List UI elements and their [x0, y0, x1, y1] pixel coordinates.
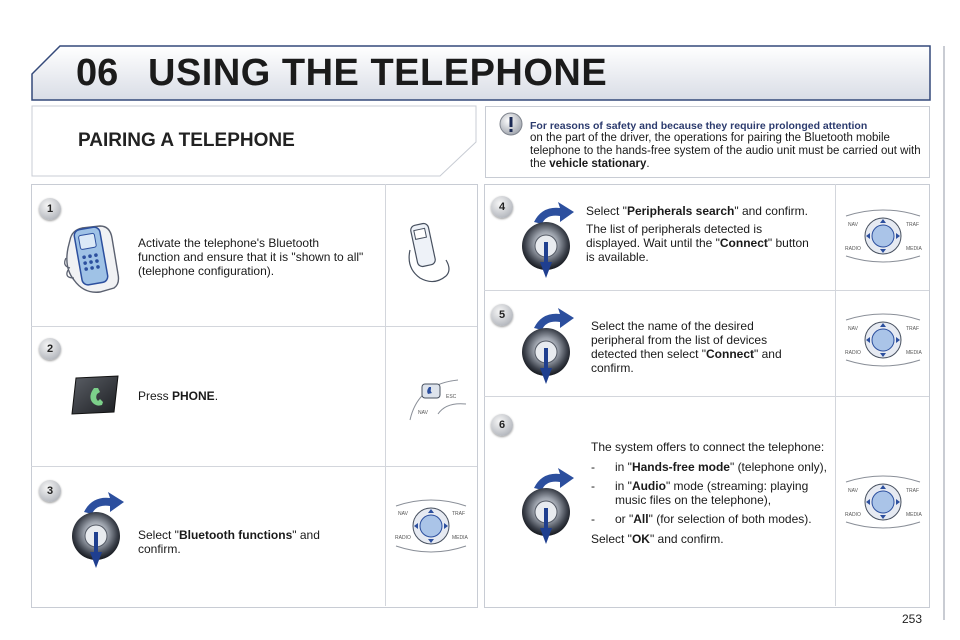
control-panel-icon-6: [845, 475, 921, 529]
rotary-knob-icon-4: [522, 202, 574, 278]
step-2-text: Press PHONE.: [138, 389, 219, 403]
nav-label-6: NAV: [848, 488, 858, 494]
right-column-divider: [835, 184, 836, 606]
esc-label: ESC: [446, 394, 457, 400]
step-6-intro: The system offers to connect the telepho…: [591, 440, 825, 454]
step-4-text: Select "Peripherals search" and confirm.…: [586, 204, 809, 264]
left-column-divider: [385, 184, 386, 606]
traf-label-3: TRAF: [452, 511, 466, 517]
control-panel-icon: [395, 499, 467, 553]
exclamation-icon: [499, 112, 523, 136]
section-title: PAIRING A TELEPHONE: [78, 130, 295, 151]
nav-label-2: NAV: [418, 410, 428, 416]
rotary-knob-icon-6: [522, 468, 574, 544]
control-panel-icon-4: [845, 209, 921, 263]
warning-text: on the part of the driver, the operation…: [530, 132, 921, 170]
step-6-text: The system offers to connect the telepho…: [591, 440, 827, 550]
page-edge-rule: [943, 46, 945, 620]
right-row-divider-2: [484, 396, 929, 397]
page-number: 253: [901, 612, 922, 626]
step-4-badge: 4: [491, 196, 513, 218]
step-5-badge: 5: [491, 304, 513, 326]
step-6-badge: 6: [491, 414, 513, 436]
radio-label-3: RADIO: [395, 535, 411, 541]
warning-heading: For reasons of safety and because they r…: [530, 120, 868, 132]
media-label-3: MEDIA: [452, 535, 468, 541]
media-label-5: MEDIA: [906, 350, 922, 356]
chapter-number: 06: [76, 52, 119, 94]
rotary-knob-icon: [72, 492, 124, 568]
step-5-text: Select the name of the desired periphera…: [591, 319, 782, 375]
step-1-text: Activate the telephone's Bluetooth funct…: [138, 236, 364, 278]
bluetooth-functions-label: Bluetooth functions: [178, 528, 293, 542]
right-row-divider-1: [484, 290, 929, 291]
section-title-panel: [31, 105, 477, 177]
option-audio: - in "Audio" mode (streaming: playing mu…: [591, 479, 809, 507]
phone-thumbnail-icon: [408, 222, 450, 283]
chapter-title: USING THE TELEPHONE: [148, 52, 608, 94]
connect-label-4: Connect: [719, 236, 768, 250]
phone-in-hand-icon: [64, 225, 120, 293]
left-row-divider-2: [31, 466, 477, 467]
radio-label-5: RADIO: [845, 350, 861, 356]
phone-button-icon: [71, 375, 119, 415]
media-label-4: MEDIA: [906, 246, 922, 252]
traf-label-6: TRAF: [906, 488, 920, 494]
peripherals-search-label: Peripherals search: [626, 204, 735, 218]
media-label-6: MEDIA: [906, 512, 922, 518]
phone-key-label: PHONE: [172, 389, 215, 403]
step-2-badge: 2: [39, 338, 61, 360]
step-6-closing: Select "OK" and confirm.: [591, 532, 724, 546]
header-banner: [31, 45, 931, 101]
option-all: - or "All" (for selection of both modes)…: [591, 512, 812, 526]
step-3-badge: 3: [39, 480, 61, 502]
warning-bold: vehicle stationary: [549, 158, 647, 170]
warning-box: [485, 106, 930, 178]
connect-label-5: Connect: [706, 347, 755, 361]
control-panel-icon-5: [845, 313, 921, 367]
nav-label-5: NAV: [848, 326, 858, 332]
option-hands-free: - in "Hands-free mode" (telephone only),: [591, 460, 827, 474]
rotary-knob-icon-5: [522, 308, 574, 384]
radio-label-4: RADIO: [845, 246, 861, 252]
step-1-badge: 1: [39, 198, 61, 220]
traf-label-5: TRAF: [906, 326, 920, 332]
nav-label-4: NAV: [848, 222, 858, 228]
dashboard-phone-key-icon: [409, 379, 467, 421]
radio-label-6: RADIO: [845, 512, 861, 518]
nav-label-3: NAV: [398, 511, 408, 517]
step-3-text: Select "Bluetooth functions" and confirm…: [138, 528, 320, 556]
left-row-divider-1: [31, 326, 477, 327]
traf-label-4: TRAF: [906, 222, 920, 228]
